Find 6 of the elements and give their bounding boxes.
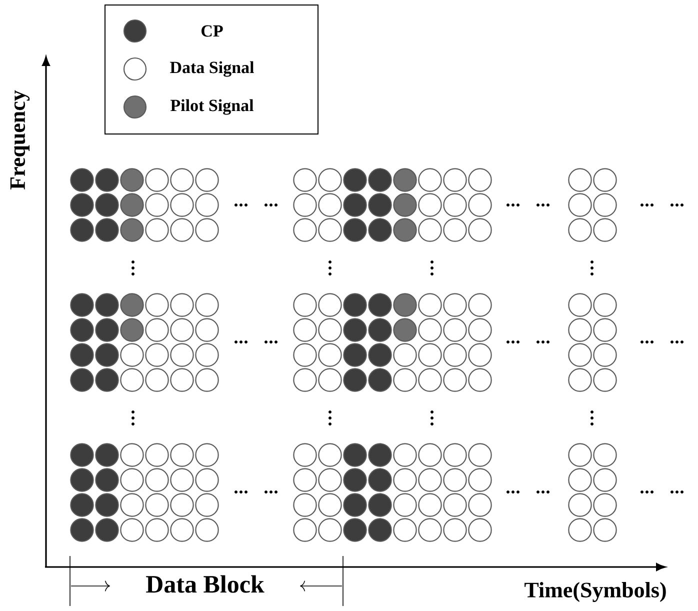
legend-label: Pilot Signal bbox=[170, 99, 254, 115]
legend-label: CP bbox=[202, 25, 223, 37]
axis-label: Frequency bbox=[10, 90, 30, 190]
dimension-label: Data Block bbox=[146, 575, 264, 593]
legend-label: Data Signal bbox=[170, 61, 254, 77]
axis-label: Time(Symbols) bbox=[524, 582, 666, 602]
